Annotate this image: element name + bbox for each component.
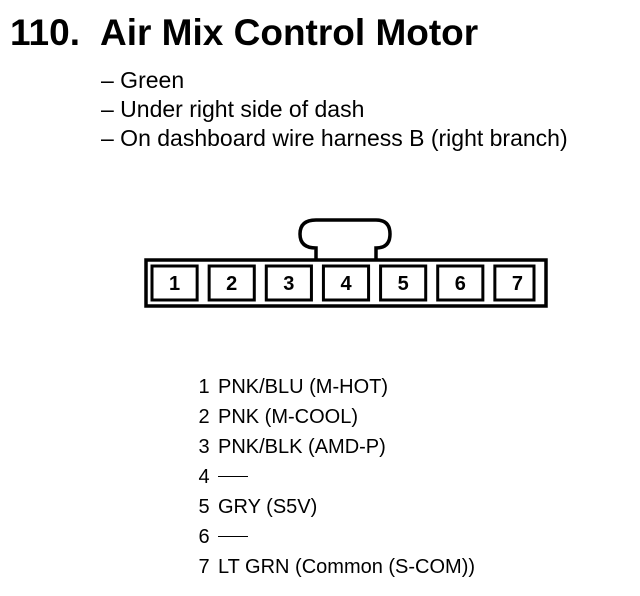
pin-wire: LT GRN (Common (S-COM)) [218, 556, 476, 578]
title-text: Air Mix Control Motor [100, 12, 479, 53]
connector-cavity-6 [436, 264, 485, 302]
pin-number: 2 [198, 406, 210, 428]
connector-cavities: 1 2 3 4 5 6 7 [150, 264, 536, 302]
pin-number: 4 [198, 466, 210, 488]
pin-wire: PNK/BLU (M-HOT) [218, 376, 388, 398]
cavity-number: 7 [512, 273, 523, 295]
detail-color: – Green [101, 67, 185, 93]
cavity-number: 4 [340, 273, 352, 295]
pin-row-4: 4 [190, 462, 475, 492]
pin-row-3: 3 PNK/BLK (AMD-P) [190, 432, 475, 462]
pin-assignment-list: 1 PNK/BLU (M-HOT) 2 PNK (M-COOL) 3 PNK/BLK … [190, 372, 475, 582]
detail-harness: – On dashboard wire harness B (right bra… [101, 125, 568, 151]
pin-number: 1 [198, 376, 210, 398]
connector-diagram: 1 2 3 4 5 6 7 [144, 218, 548, 308]
connector-cavity-3 [264, 264, 313, 302]
page-title: 110. Air Mix Control Motor [10, 14, 478, 51]
title-number: 110. [10, 12, 80, 53]
connector-cavity-1 [150, 264, 199, 302]
cavity-number: 2 [226, 273, 237, 295]
cavity-number: 3 [283, 273, 294, 295]
pin-number: 6 [198, 526, 210, 548]
pin-row-7: 7 LT GRN (Common (S-COM)) [190, 552, 475, 582]
pin-unused-dash [218, 535, 248, 537]
pin-row-2: 2 PNK (M-COOL) [190, 402, 475, 432]
pin-number: 7 [198, 556, 210, 578]
pin-row-6: 6 [190, 522, 475, 552]
connector-latch [298, 218, 392, 260]
pin-wire: PNK/BLK (AMD-P) [218, 436, 386, 458]
pin-wire: GRY (S5V) [218, 496, 318, 518]
connector-details-list: – Green – Under right side of dash – On … [101, 66, 568, 153]
cavity-number: 5 [398, 273, 409, 295]
detail-location: – Under right side of dash [101, 96, 365, 122]
pin-unused-dash [218, 475, 248, 477]
cavity-number: 6 [455, 273, 466, 295]
pin-row-1: 1 PNK/BLU (M-HOT) [190, 372, 475, 402]
pin-number: 3 [198, 436, 210, 458]
pin-number: 5 [198, 496, 210, 518]
connector-cavity-2 [207, 264, 256, 302]
connector-cavity-5 [379, 264, 428, 302]
connector-cavity-7 [493, 264, 536, 302]
connector-cavity-4 [321, 264, 371, 302]
pin-wire: PNK (M-COOL) [218, 406, 358, 428]
pin-row-5: 5 GRY (S5V) [190, 492, 475, 522]
cavity-number: 1 [169, 273, 180, 295]
